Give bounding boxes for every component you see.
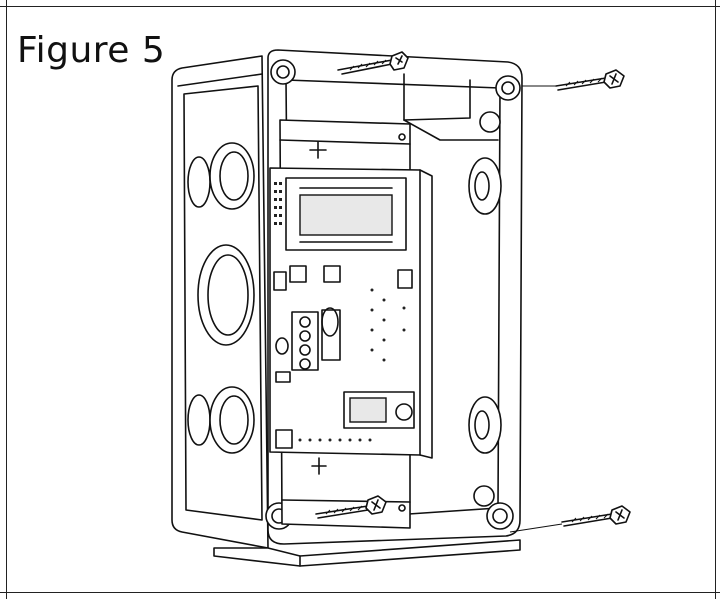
figure-title: Figure 5 [17,30,166,71]
screw-top-left [337,51,409,75]
enclosure-lid [171,55,269,549]
pin-header [274,182,282,225]
pcb-push-button-2 [323,265,341,283]
terminal-block [291,311,319,371]
pcb-push-button-3 [397,269,413,289]
frame-bottom-border [0,592,720,593]
pcb-push-button-1 [289,265,307,283]
board-components [298,288,406,442]
screw-bottom-right [561,505,631,527]
screw-top-right [555,69,625,91]
leader-bottom-right [509,523,563,533]
frame-left-border [6,0,7,599]
frame-top-border [0,6,720,7]
frame-right-border [715,0,716,599]
screw-bottom-left [315,495,387,519]
circuit-board [269,167,433,459]
